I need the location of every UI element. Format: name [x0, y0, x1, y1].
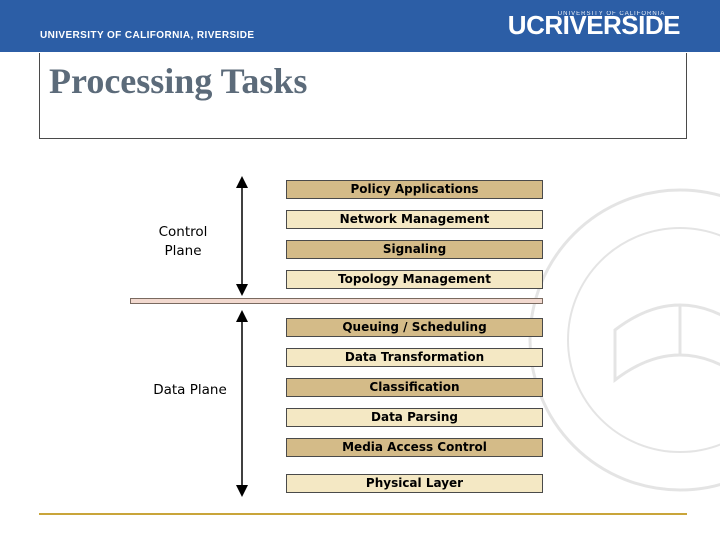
control-plane-label: Control Plane	[158, 224, 208, 259]
slide-title: Processing Tasks	[49, 61, 308, 101]
plane-divider	[130, 298, 543, 304]
task-data-parsing: Data Parsing	[286, 408, 543, 427]
university-wordmark: UNIVERSITY OF CALIFORNIA, RIVERSIDE	[40, 30, 255, 41]
logo-subtext: UNIVERSITY OF CALIFORNIA	[557, 11, 666, 17]
task-physical-layer: Physical Layer	[286, 474, 543, 493]
seal-watermark-icon	[528, 188, 720, 492]
header-bar: UNIVERSITY OF CALIFORNIA, RIVERSIDE UNIV…	[0, 0, 720, 52]
task-queuing-scheduling: Queuing / Scheduling	[286, 318, 543, 337]
task-network-management: Network Management	[286, 210, 543, 229]
ucr-logo: UNIVERSITY OF CALIFORNIA UCRIVERSIDE	[507, 10, 681, 40]
footer-rule	[39, 513, 687, 515]
task-topology-management: Topology Management	[286, 270, 543, 289]
logo-text: UCRIVERSIDE	[507, 10, 681, 40]
task-data-transformation: Data Transformation	[286, 348, 543, 367]
task-classification: Classification	[286, 378, 543, 397]
data-plane-label: Data Plane	[153, 382, 227, 398]
task-signaling: Signaling	[286, 240, 543, 259]
title-box: Processing Tasks	[39, 53, 687, 139]
task-media-access-control: Media Access Control	[286, 438, 543, 457]
task-policy-applications: Policy Applications	[286, 180, 543, 199]
